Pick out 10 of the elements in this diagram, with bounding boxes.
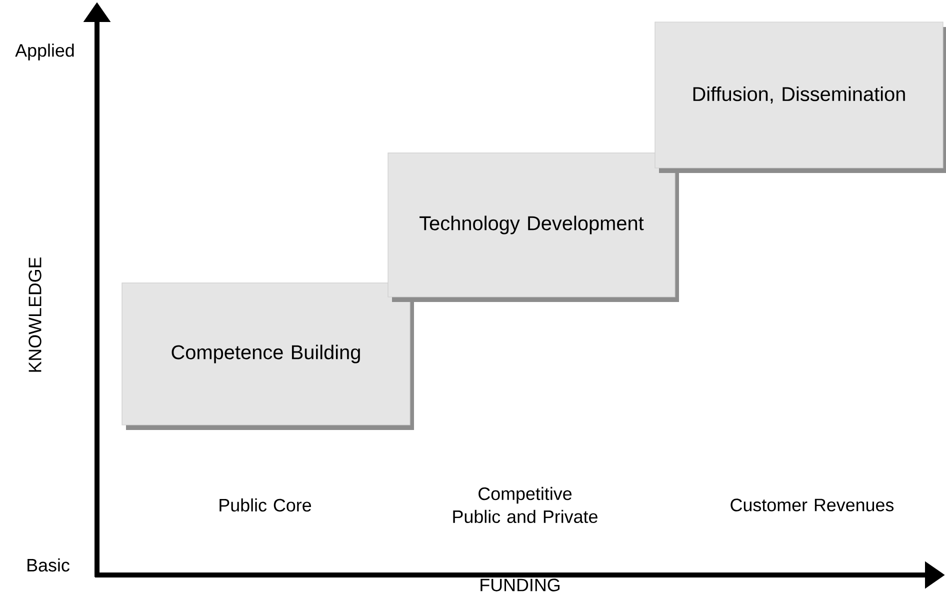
axis-label: Applied xyxy=(15,44,74,60)
category-label: Customer Revenues xyxy=(730,498,894,512)
process-box: Diffusion, Dissemination xyxy=(654,22,946,173)
category-label: Public Core xyxy=(220,498,312,512)
axis-label: KNOWLEDGE xyxy=(28,257,42,372)
axis-label: Basic xyxy=(28,558,70,572)
axis-label: FUNDING xyxy=(480,578,560,592)
category-label: Competitive Public and Private xyxy=(453,486,598,524)
process-box: Technology Development xyxy=(388,152,679,302)
process-box: Competence Building xyxy=(122,282,414,430)
